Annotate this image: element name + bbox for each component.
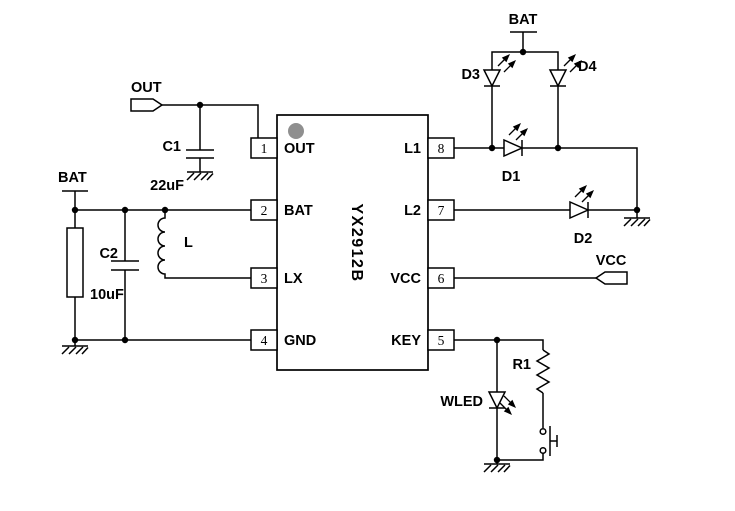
ground-symbol <box>623 217 651 227</box>
wire-out-to-pin1 <box>162 104 259 138</box>
junction-dot <box>493 456 501 464</box>
r1-ref-label: R1 <box>512 357 531 373</box>
d1-triangle <box>503 138 524 158</box>
pin-number-6: 6 <box>438 271 445 286</box>
led-emission-arrow <box>574 184 588 198</box>
pin-number-7: 7 <box>438 203 445 218</box>
led-emission-arrow <box>503 395 517 409</box>
pin-name-vcc: VCC <box>390 271 421 287</box>
ground-symbol <box>61 345 89 355</box>
wire-switch-to-rail <box>497 453 544 461</box>
junction-dot <box>554 144 562 152</box>
junction-dot <box>519 48 527 56</box>
pin-name-lx: LX <box>284 271 303 287</box>
key-net: R1 WLED <box>440 336 558 473</box>
out-net: OUT <box>130 80 259 138</box>
pin-boxes-right: 8 7 6 5 <box>427 137 455 351</box>
d3-ref-label: D3 <box>461 67 480 83</box>
d4-ref-label: D4 <box>578 59 597 75</box>
wire-bat-branch <box>491 51 559 70</box>
inductor-coil <box>157 210 251 279</box>
led-emission-arrow <box>503 59 517 73</box>
vcc-connector-flag <box>594 271 628 285</box>
c1-value-label: 22uF <box>150 178 184 194</box>
bat-top-label: BAT <box>509 12 538 28</box>
pin-number-1: 1 <box>261 141 268 156</box>
l-ref-label: L <box>184 235 193 251</box>
battery-cell <box>66 227 84 340</box>
d2-triangle <box>569 200 590 220</box>
d3-triangle <box>482 69 502 88</box>
capacitor-c1: C1 22uF <box>150 105 214 194</box>
led-emission-arrow <box>497 53 511 67</box>
c2-ref-label: C2 <box>99 246 118 262</box>
pin-number-3: 3 <box>261 271 268 286</box>
ground-symbol <box>483 463 511 473</box>
bat-top-net: BAT <box>491 12 559 70</box>
l2-net: D2 <box>454 184 637 247</box>
pin-box-4 <box>250 329 278 351</box>
pin1-marker <box>288 123 304 139</box>
d1-ref-label: D1 <box>502 169 521 185</box>
gnd-rail-net <box>61 336 251 355</box>
pin-name-gnd: GND <box>284 333 316 349</box>
pin-number-8: 8 <box>438 141 445 156</box>
wled-ref-label: WLED <box>440 394 483 410</box>
c1-ref-label: C1 <box>162 139 181 155</box>
wire-pin5-branch <box>454 339 544 350</box>
pin-boxes-left: 1 2 3 4 <box>250 137 278 351</box>
led-emission-arrow <box>563 53 577 67</box>
resistor-r1 <box>535 349 551 394</box>
vcc-net: VCC <box>454 253 628 285</box>
pin-number-5: 5 <box>438 333 445 348</box>
chip-name: YX2912B <box>348 204 365 283</box>
pin-box-3 <box>250 267 278 289</box>
pin-name-l2: L2 <box>404 203 421 219</box>
pin-name-bat: BAT <box>284 203 313 219</box>
d2-ref-label: D2 <box>574 231 593 247</box>
pin-name-key: KEY <box>391 333 421 349</box>
inductor-l: L <box>157 210 251 279</box>
d4-triangle <box>548 69 568 88</box>
pin-name-l1: L1 <box>404 141 421 157</box>
ground-symbol <box>186 171 214 181</box>
pin-name-out: OUT <box>284 141 315 157</box>
out-net-label: OUT <box>131 80 162 96</box>
pin-box-2 <box>250 199 278 221</box>
chip-body <box>276 114 429 371</box>
led-d4: D4 <box>548 53 597 148</box>
pin-number-2: 2 <box>261 203 268 218</box>
chip: YX2912B OUT BAT LX GND L1 L2 VCC KEY <box>276 114 429 371</box>
led-d3: D3 <box>461 53 517 148</box>
wled-triangle <box>487 391 507 410</box>
c2-value-label: 10uF <box>90 287 124 303</box>
capacitor-c2: C2 10uF <box>90 210 139 340</box>
bat-left-label: BAT <box>58 170 87 186</box>
battery-symbol <box>66 227 84 298</box>
pin-number-4: 4 <box>261 333 268 348</box>
vcc-net-label: VCC <box>596 253 627 269</box>
switch-terminal <box>539 427 547 436</box>
junction-dot <box>488 144 496 152</box>
pin-box-1 <box>250 137 278 159</box>
out-connector-flag <box>130 98 164 112</box>
led-emission-arrow <box>508 122 522 136</box>
junction-dot <box>71 206 79 214</box>
switch-terminal <box>539 446 547 455</box>
